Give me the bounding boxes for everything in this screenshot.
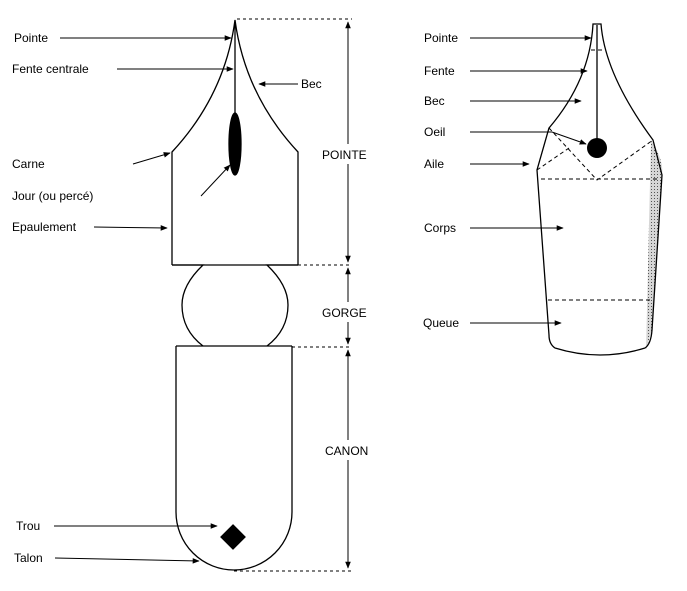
label-pointe-right: Pointe: [424, 31, 458, 45]
right-nib: [536, 23, 663, 356]
label-trou: Trou: [16, 519, 40, 533]
label-aile: Aile: [424, 157, 444, 171]
label-pointe-left: Pointe: [14, 31, 48, 45]
left-label-arrows: [54, 35, 298, 564]
left-nib-tip-outline: [171, 19, 299, 265]
right-nib-outline: [536, 23, 663, 356]
label-talon: Talon: [14, 551, 43, 565]
label-queue: Queue: [423, 316, 459, 330]
right-nib-eye: [587, 138, 607, 158]
label-epaulement: Epaulement: [12, 220, 77, 234]
right-label-arrows: [470, 35, 592, 326]
label-corps: Corps: [424, 221, 456, 235]
label-bec-left: Bec: [301, 77, 322, 91]
left-nib-barrel-outline: [175, 346, 293, 571]
left-nib-throat-right: [265, 264, 298, 347]
label-jour: Jour (ou percé): [12, 189, 93, 203]
left-dimension-guides: [234, 18, 352, 572]
left-nib-hole: [220, 524, 246, 550]
label-carne: Carne: [12, 157, 45, 171]
left-nib-breather-hole: [228, 112, 242, 176]
label-fente-centrale: Fente centrale: [12, 62, 89, 76]
label-fente: Fente: [424, 64, 455, 78]
left-nib: [171, 19, 299, 571]
label-bec-right: Bec: [424, 94, 445, 108]
label-oeil: Oeil: [424, 125, 445, 139]
section-pointe: POINTE: [322, 148, 367, 162]
right-nib-shading: [646, 140, 663, 350]
left-nib-throat-left: [172, 264, 205, 347]
section-canon: CANON: [325, 444, 368, 458]
section-gorge: GORGE: [322, 306, 367, 320]
right-nib-guides: [536, 49, 660, 301]
